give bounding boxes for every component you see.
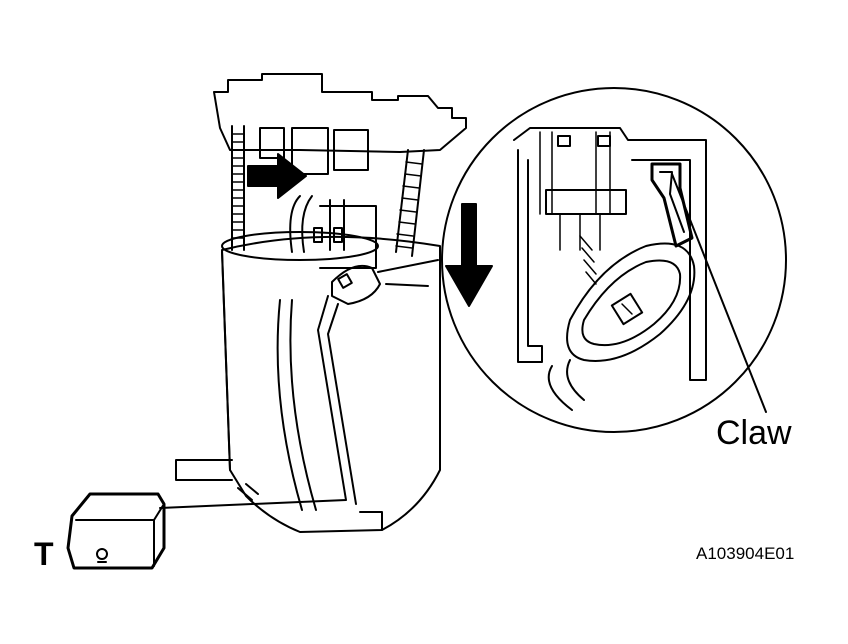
magnified-detail — [441, 87, 787, 433]
down-arrow — [445, 203, 493, 307]
figure-code: A103904E01 — [696, 544, 795, 563]
tester-box — [66, 492, 166, 570]
claw-label: Claw — [716, 414, 792, 452]
leader-line — [377, 259, 439, 287]
pointer-arrow — [247, 153, 307, 199]
pump-assembly — [159, 73, 467, 533]
tester-label: T — [34, 536, 54, 572]
